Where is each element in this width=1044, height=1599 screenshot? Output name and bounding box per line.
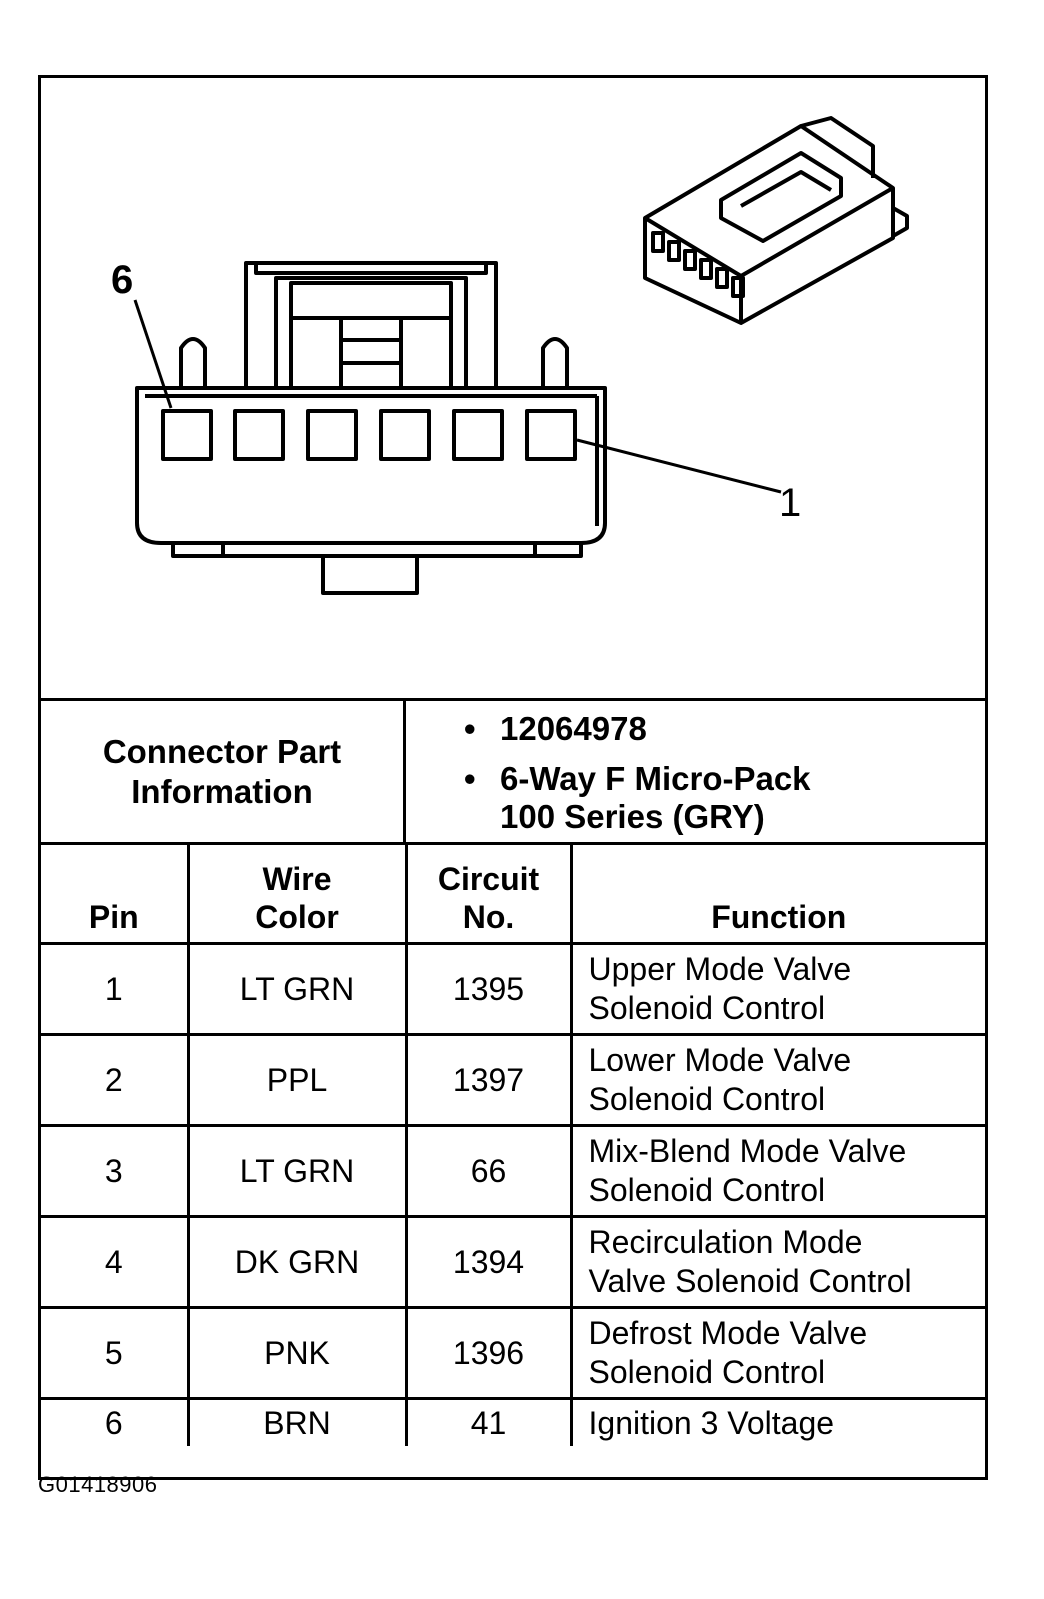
cell-function: Ignition 3 Voltage [569,1397,985,1446]
bullet: • [464,710,476,747]
header-function: Function [569,842,985,945]
cell-pin: 2 [41,1033,190,1127]
cell-pin: 6 [41,1397,190,1446]
leader-line-pin-1 [576,438,782,494]
connector-part-information: Connector Part Information • 12064978 • … [41,698,985,842]
description-item: • 6-Way F Micro-Pack [464,759,811,799]
cell-circuit: 1397 [404,1033,573,1127]
cell-pin: 5 [41,1306,190,1400]
part-number-item: • 12064978 [464,709,647,749]
connector-info-label-line1: Connector Part [102,732,342,770]
description-line2: 100 Series (GRY) [500,798,765,835]
pin-1-label: 1 [779,481,801,525]
cell-wire-color: PPL [186,1033,408,1127]
cell-pin: 4 [41,1215,190,1309]
connector-drawing: 6 1 [111,116,909,595]
cell-wire-color: LT GRN [186,942,408,1036]
pin-6-label: 6 [111,258,133,302]
leader-line-pin-6 [133,299,173,409]
connector-info-label-line2: Information [131,772,313,810]
cell-circuit: 1395 [404,942,573,1036]
cell-pin: 1 [41,942,190,1036]
connector-front-view [135,261,607,595]
cell-circuit: 1394 [404,1215,573,1309]
cell-wire-color: PNK [186,1306,408,1400]
connector-info-values: • 12064978 • 6-Way F Micro-Pack 100 Seri… [406,701,985,842]
header-pin: Pin [41,842,190,945]
cell-circuit: 41 [404,1397,573,1446]
connector-isometric-view [643,116,909,325]
figure-code: G01418906 [38,1472,158,1497]
cell-wire-color: LT GRN [186,1124,408,1218]
table-row: 6 BRN 41 Ignition 3 Voltage [41,1397,985,1446]
cell-circuit: 1396 [404,1306,573,1400]
bullet: • [464,760,476,797]
cell-wire-color: DK GRN [186,1215,408,1309]
description-line1: 6-Way F Micro-Pack [500,760,811,797]
connector-frame: 6 1 Connector Part Information • 1206497… [38,75,988,1480]
description-continuation: 100 Series (GRY) [464,797,765,837]
cell-pin: 3 [41,1124,190,1218]
part-number: 12064978 [500,710,647,747]
connector-info-label: Connector Part Information [41,701,406,842]
cell-circuit: 66 [404,1124,573,1218]
cell-wire-color: BRN [186,1397,408,1446]
connector-diagram: 6 1 [41,78,985,698]
